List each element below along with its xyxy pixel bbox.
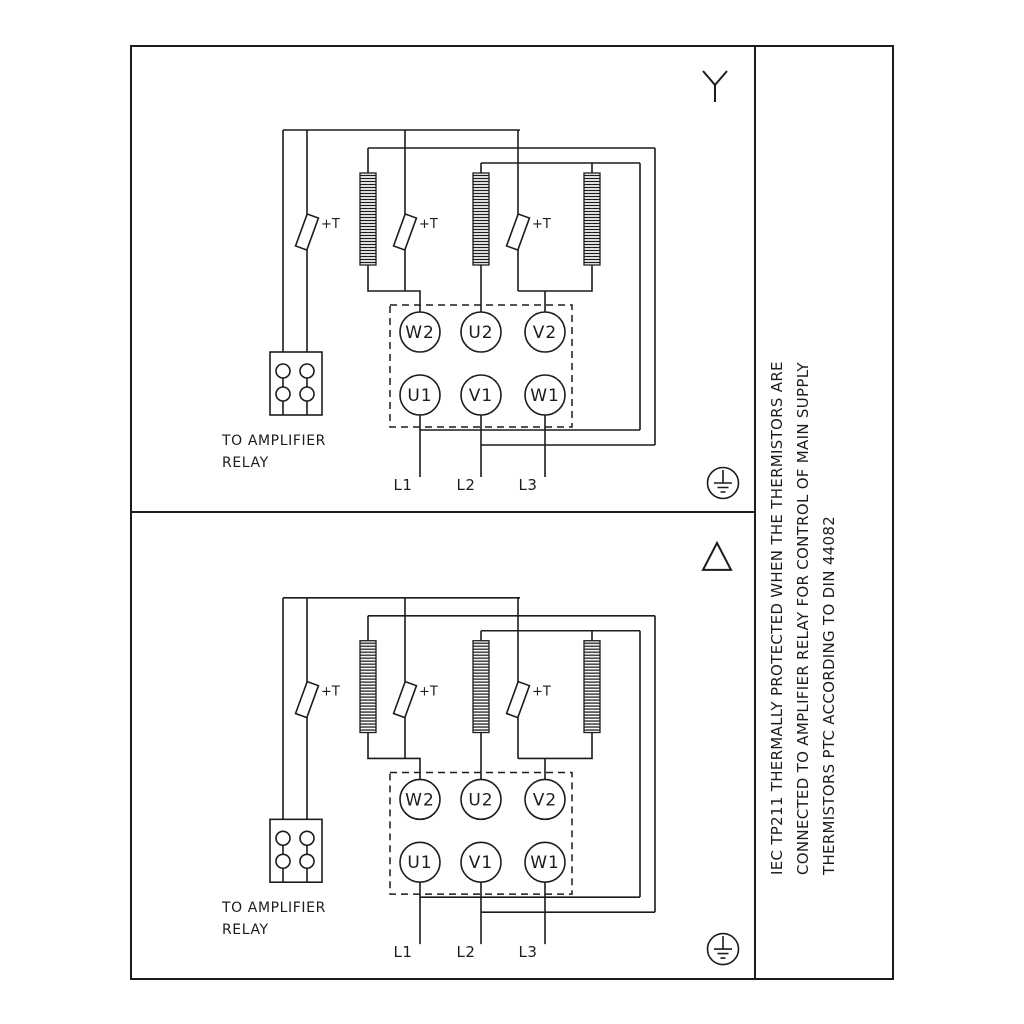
supply-label-l2: L2 [457, 943, 476, 961]
terminal-label: U1 [407, 386, 432, 406]
thermistor-symbol [294, 212, 320, 252]
side-note-line: CONNECTED TO AMPLIFIER RELAY FOR CONTROL… [794, 362, 812, 875]
thermistor-label: +T [321, 217, 340, 232]
wye-symbol-icon [702, 70, 728, 102]
motor-winding [583, 640, 601, 734]
relay-box [269, 351, 323, 416]
terminal-board-outline [389, 304, 573, 428]
amplifier-relay-terminals [269, 818, 323, 884]
supply-labels: L1 L2 L3 [394, 476, 538, 494]
thermistor-label: +T [321, 685, 340, 700]
terminal-label: V1 [469, 386, 493, 406]
thermistor-symbol [505, 212, 531, 252]
thermistors: +T +T +T [294, 212, 551, 252]
relay-terminal [299, 386, 315, 402]
terminal-label: W1 [530, 853, 560, 873]
thermistors: +T +T +T [294, 680, 551, 719]
wye-connection-panel: +T +T +T W2 U2 V2 U1 V1 W1 [221, 70, 740, 500]
terminal-w1 [524, 374, 566, 416]
thermistor-symbol [392, 680, 418, 719]
side-note-line: IEC TP211 THERMALLY PROTECTED WHEN THE T… [768, 361, 786, 875]
terminal-u1 [399, 374, 441, 416]
relay-terminal [275, 386, 291, 402]
side-note: IEC TP211 THERMALLY PROTECTED WHEN THE T… [756, 45, 892, 980]
terminal-v1 [460, 841, 502, 884]
terminal-label: V2 [533, 790, 557, 810]
relay-terminal [299, 853, 315, 870]
supply-label-l1: L1 [394, 943, 413, 961]
terminal-board: W2 U2 V2 U1 V1 W1 [399, 778, 566, 884]
motor-winding [472, 172, 490, 266]
thermistor-label: +T [419, 217, 438, 232]
terminal-label: V1 [469, 853, 493, 873]
supply-label-l1: L1 [394, 476, 413, 494]
terminal-label: W1 [530, 386, 560, 406]
earth-ground-icon [706, 932, 740, 966]
relay-note-line: TO AMPLIFIER [221, 433, 326, 449]
motor-winding [359, 640, 377, 734]
relay-terminal [275, 853, 291, 870]
terminal-v2 [524, 778, 566, 821]
terminal-u2 [460, 311, 502, 353]
wiring [282, 129, 656, 477]
delta-connection-panel: +T +T +T W2 U2 V2 U1 V1 W1 [221, 540, 740, 966]
relay-terminal [275, 830, 291, 847]
terminal-w1 [524, 841, 566, 884]
relay-terminal [275, 363, 291, 379]
relay-terminal [299, 830, 315, 847]
relay-note-line: RELAY [222, 922, 269, 938]
motor-winding [359, 172, 377, 266]
relay-note-line: TO AMPLIFIER [221, 900, 326, 916]
motor-windings [359, 640, 601, 734]
terminal-label: U2 [468, 323, 493, 343]
relay-terminal [299, 363, 315, 379]
terminal-u1 [399, 841, 441, 884]
supply-label-l3: L3 [519, 943, 538, 961]
frame-divider-horizontal [130, 511, 756, 513]
motor-winding [583, 172, 601, 266]
supply-label-l2: L2 [457, 476, 476, 494]
thermistor-symbol [294, 680, 320, 719]
amplifier-relay-terminals [269, 351, 323, 416]
thermistor-symbol [505, 680, 531, 719]
relay-box [269, 818, 323, 884]
earth-ground-icon [706, 466, 740, 500]
supply-label-l3: L3 [519, 476, 538, 494]
terminal-v1 [460, 374, 502, 416]
terminal-w2 [399, 778, 441, 821]
terminal-board: W2 U2 V2 U1 V1 W1 [399, 311, 566, 416]
terminal-label: W2 [405, 323, 435, 343]
thermistor-symbol [392, 212, 418, 252]
thermistor-label: +T [532, 217, 551, 232]
motor-winding [472, 640, 490, 734]
terminal-label: U2 [468, 790, 493, 810]
relay-note-line: RELAY [222, 455, 269, 471]
terminal-label: U1 [407, 853, 432, 873]
terminal-label: V2 [533, 323, 557, 343]
delta-symbol-icon [701, 540, 733, 571]
wiring [282, 597, 656, 945]
terminal-label: W2 [405, 790, 435, 810]
side-note-line: THERMISTORS PTC ACCORDING TO DIN 44082 [820, 515, 838, 875]
terminal-u2 [460, 778, 502, 821]
thermistor-label: +T [419, 685, 438, 700]
supply-labels: L1 L2 L3 [394, 943, 538, 961]
terminal-w2 [399, 311, 441, 353]
motor-windings [359, 172, 601, 266]
terminal-v2 [524, 311, 566, 353]
thermistor-label: +T [532, 685, 551, 700]
